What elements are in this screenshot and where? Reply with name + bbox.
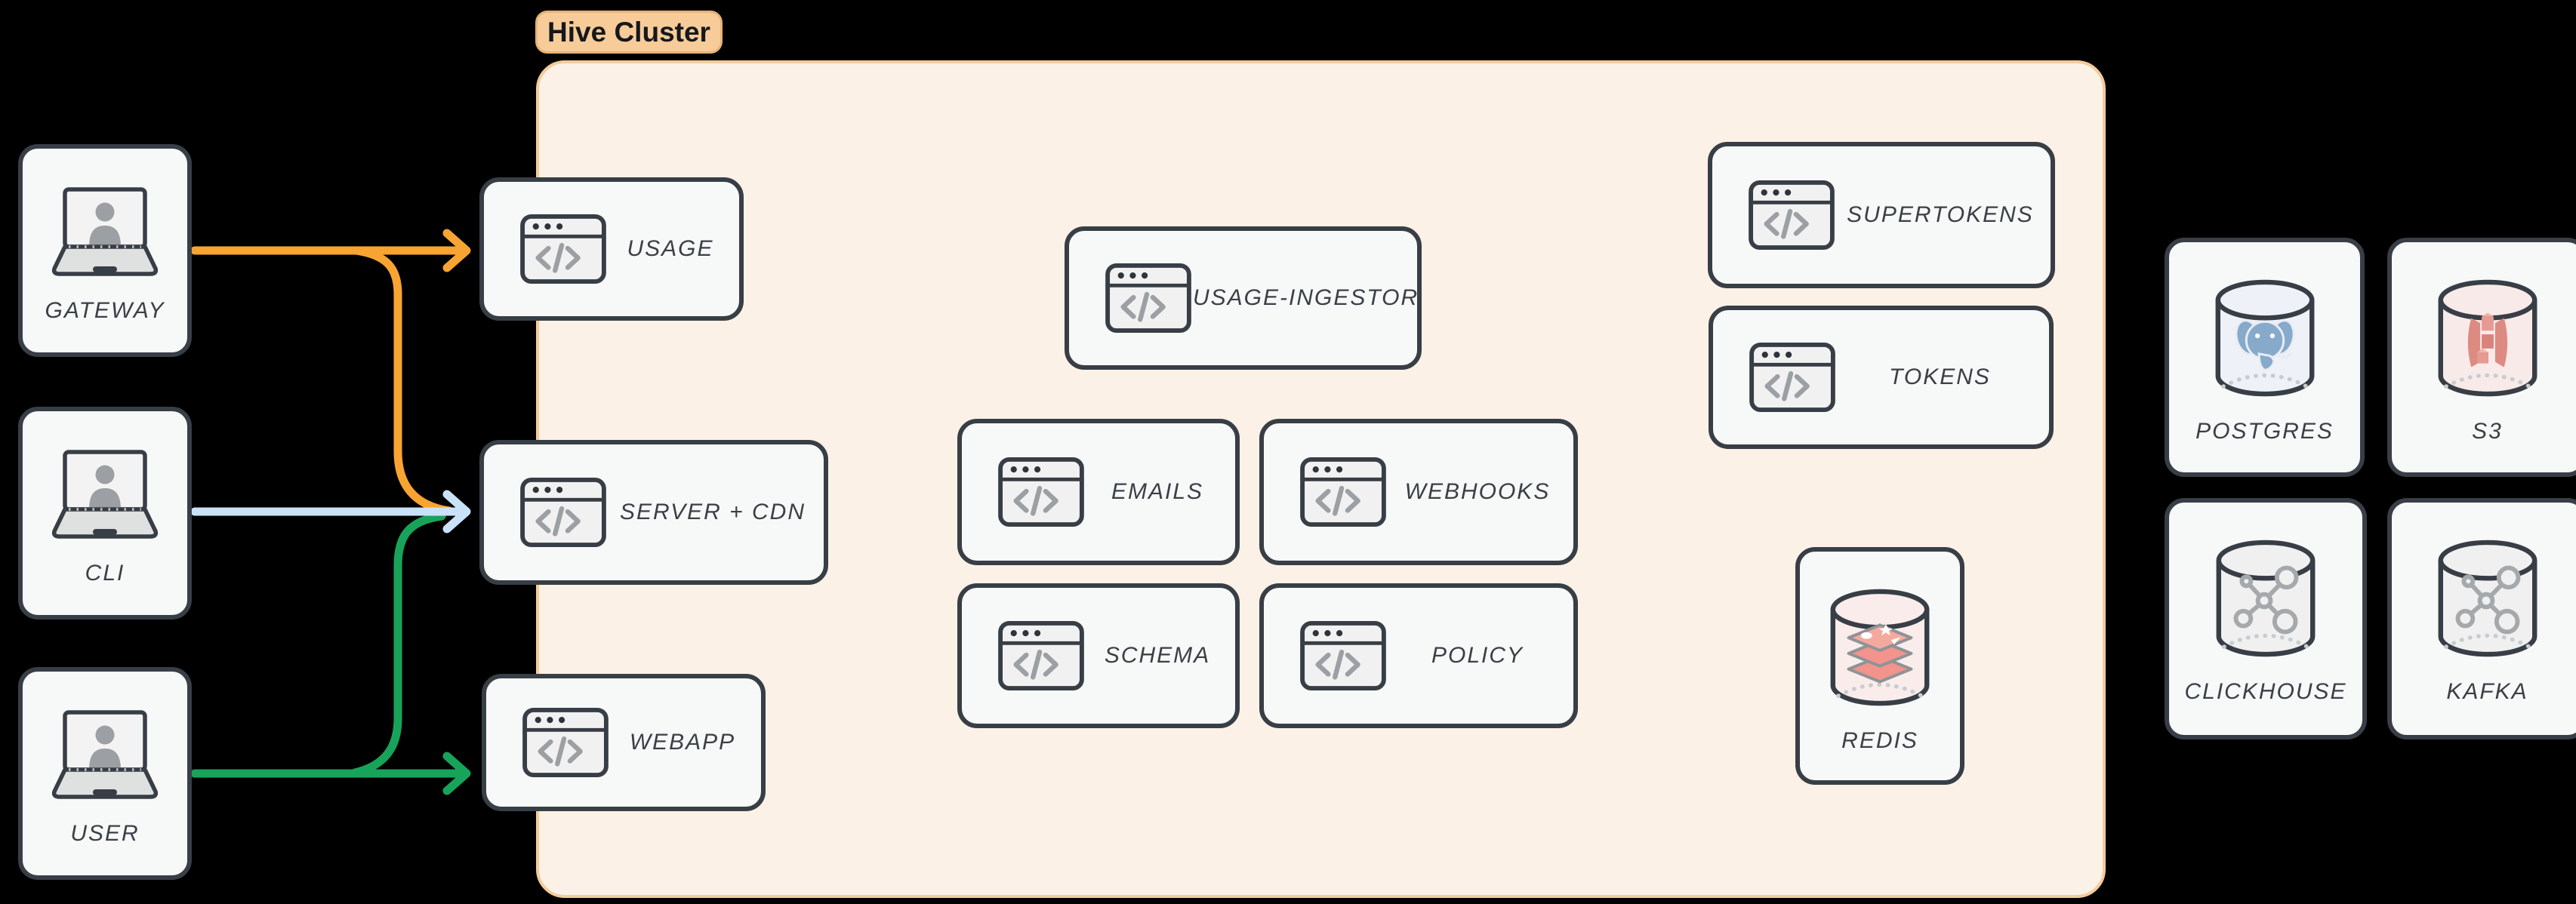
code-window-icon xyxy=(1299,619,1388,693)
node-tokens: TOKENS xyxy=(1709,306,2054,449)
node-emails: EMAILS xyxy=(957,419,1240,565)
s3-cylinder-icon xyxy=(2428,274,2547,404)
node-label: WEBAPP xyxy=(629,730,736,755)
node-kafka: KAFKA xyxy=(2387,498,2576,739)
laptop-user-icon xyxy=(45,449,165,541)
node-policy: POLICY xyxy=(1259,583,1578,728)
code-window-icon xyxy=(519,475,608,549)
node-usage-ingestor: USAGE-INGESTOR xyxy=(1065,226,1422,370)
redis-cylinder-icon xyxy=(1820,583,1940,713)
node-redis: REDIS xyxy=(1795,547,1964,785)
node-label: USAGE-INGESTOR xyxy=(1193,285,1419,310)
code-window-icon xyxy=(519,212,608,286)
node-cli: CLI xyxy=(18,407,192,620)
node-s3: S3 xyxy=(2387,238,2576,477)
node-label: USAGE xyxy=(627,236,714,261)
node-schema: SCHEMA xyxy=(957,583,1240,728)
node-label: SCHEMA xyxy=(1104,643,1211,668)
code-window-icon xyxy=(1299,455,1388,529)
code-window-icon xyxy=(1748,340,1837,414)
node-webapp: WEBAPP xyxy=(482,674,766,811)
code-window-icon xyxy=(997,455,1086,529)
node-label: SERVER + CDN xyxy=(619,500,806,524)
postgres-cylinder-icon xyxy=(2205,274,2325,404)
node-supertokens: SUPERTOKENS xyxy=(1708,142,2055,288)
laptop-user-icon xyxy=(45,709,165,801)
node-label: SUPERTOKENS xyxy=(1847,202,2034,227)
code-window-icon xyxy=(997,619,1086,693)
molecule-cylinder-icon xyxy=(2428,534,2547,664)
node-label: REDIS xyxy=(1841,728,1918,753)
arrow-user-webapp xyxy=(190,752,471,795)
node-postgres: POSTGRES xyxy=(2165,238,2365,477)
arrow-gateway-server-cdn xyxy=(352,246,454,515)
node-label: CLI xyxy=(85,561,125,586)
node-label: S3 xyxy=(2472,419,2503,444)
node-label: POLICY xyxy=(1431,643,1524,668)
node-usage: USAGE xyxy=(479,177,744,321)
node-label: KAFKA xyxy=(2446,679,2528,704)
node-webhooks: WEBHOOKS xyxy=(1259,419,1578,565)
laptop-user-icon xyxy=(45,186,165,278)
molecule-cylinder-icon xyxy=(2206,534,2325,664)
arrow-cli-server-cdn xyxy=(190,490,471,533)
node-server-cdn: SERVER + CDN xyxy=(479,440,828,585)
node-label: WEBHOOKS xyxy=(1404,479,1551,504)
node-gateway: GATEWAY xyxy=(18,144,192,357)
code-window-icon xyxy=(1104,261,1193,335)
node-clickhouse: CLICKHOUSE xyxy=(2165,498,2367,739)
code-window-icon xyxy=(521,706,610,779)
node-label: CLICKHOUSE xyxy=(2184,679,2347,704)
node-label: USER xyxy=(70,821,140,846)
node-user: USER xyxy=(18,667,192,880)
arrow-user-server-cdn xyxy=(350,512,446,777)
node-label: EMAILS xyxy=(1111,479,1204,504)
cluster-badge-label: Hive Cluster xyxy=(547,16,710,48)
cluster-badge: Hive Cluster xyxy=(535,11,723,54)
node-label: POSTGRES xyxy=(2195,419,2334,444)
node-label: TOKENS xyxy=(1889,364,1991,389)
arrow-gateway-usage xyxy=(190,229,471,272)
code-window-icon xyxy=(1747,178,1836,252)
node-label: GATEWAY xyxy=(45,298,165,323)
